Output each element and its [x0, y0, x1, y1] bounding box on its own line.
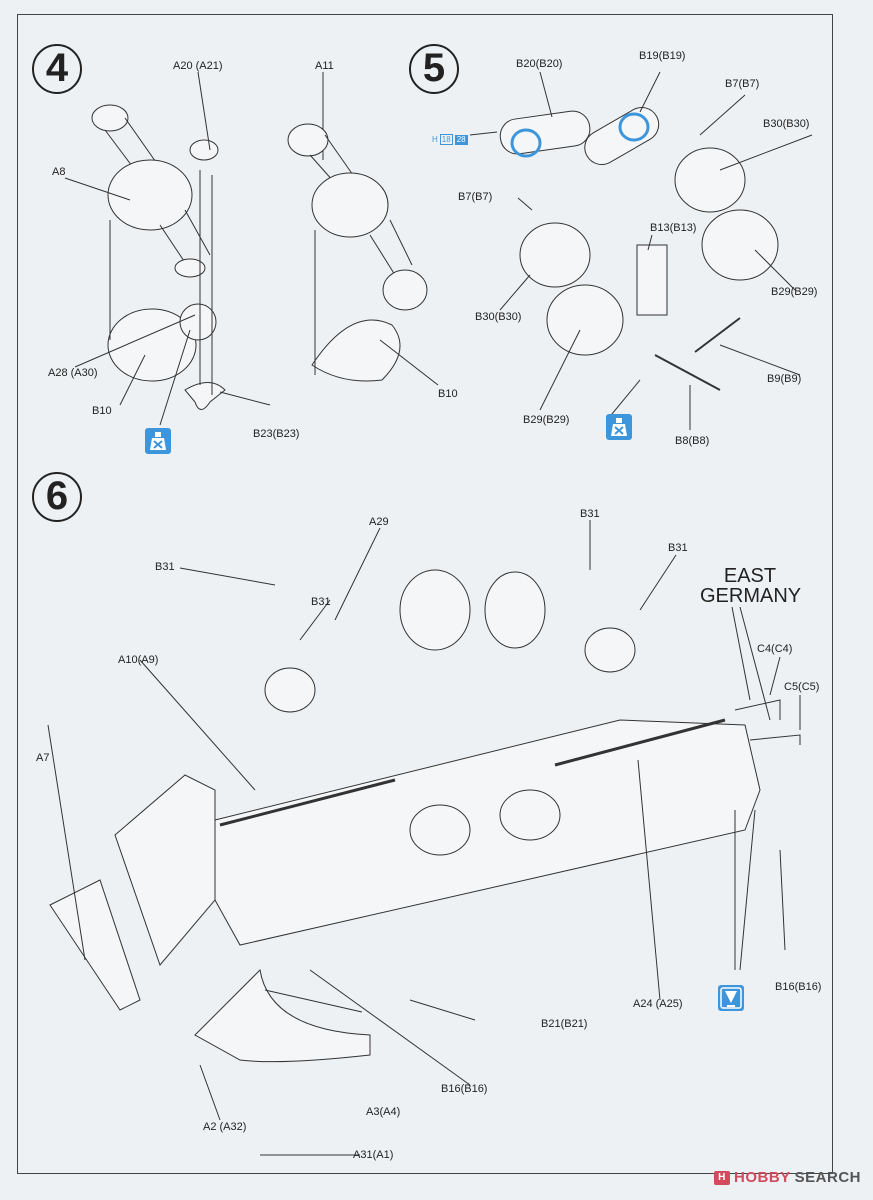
part-label-a29: A29 — [369, 516, 389, 528]
step-number-5: 5 — [409, 44, 459, 94]
part-label-b13: B13(B13) — [650, 222, 697, 234]
part-label-b29-right: B29(B29) — [771, 286, 818, 298]
watermark-logo: H — [713, 1170, 730, 1185]
part-label-b7-right: B7(B7) — [725, 78, 760, 90]
part-label-c4: C4(C4) — [757, 643, 793, 655]
variant-note-east-germany: EAST GERMANY — [700, 565, 802, 607]
part-label-a31: A31(A1) — [353, 1149, 394, 1161]
part-label-b10-left: B10 — [92, 405, 112, 417]
part-label-b31-c: B31 — [580, 508, 600, 520]
part-label-b20: B20(B20) — [516, 58, 563, 70]
part-label-b30-left: B30(B30) — [475, 311, 522, 323]
part-label-b16-left: B16(B16) — [441, 1083, 488, 1095]
part-label-a8: A8 — [52, 166, 66, 178]
paint-code-2: 28 — [454, 134, 468, 145]
part-label-b10-right: B10 — [438, 388, 458, 400]
part-label-b30-right: B30(B30) — [763, 118, 810, 130]
part-label-a2: A2 (A32) — [203, 1121, 247, 1133]
wheels-tracks-part — [499, 107, 779, 391]
part-label-a3: A3(A4) — [366, 1106, 401, 1118]
watermark-brand-b: SEARCH — [794, 1169, 861, 1186]
part-label-b31-b: B31 — [311, 596, 331, 608]
part-label-b8: B8(B8) — [675, 435, 710, 447]
part-label-a7: A7 — [36, 752, 50, 764]
part-label-a24: A24 (A25) — [633, 998, 683, 1010]
part-label-b21: B21(B21) — [541, 1018, 588, 1030]
paint-reference: H 18 28 — [432, 134, 468, 145]
watermark-brand-a: HOBBY — [733, 1169, 791, 1186]
axle-a11-part — [287, 123, 439, 386]
part-label-b19: B19(B19) — [639, 50, 686, 62]
part-label-a10: A10(A9) — [118, 654, 159, 666]
part-label-a11: A11 — [315, 60, 334, 72]
part-label-b7-left: B7(B7) — [458, 191, 493, 203]
part-label-b31-a: B31 — [155, 561, 175, 573]
part-label-c5: C5(C5) — [784, 681, 820, 693]
part-label-b9: B9(B9) — [767, 373, 802, 385]
part-label-a20: A20 (A21) — [173, 60, 223, 72]
part-label-a28: A28 (A30) — [48, 367, 98, 379]
paint-prefix: H — [432, 135, 438, 144]
paint-code-1: 18 — [439, 134, 453, 145]
part-label-b31-d: B31 — [668, 542, 688, 554]
watermark: H HOBBY SEARCH — [713, 1169, 861, 1186]
instruction-frame — [17, 14, 833, 1174]
step-number-4: 4 — [32, 44, 82, 94]
step-number-6: 6 — [32, 472, 82, 522]
axle-a8-part — [91, 104, 226, 410]
part-label-b23: B23(B23) — [253, 428, 300, 440]
part-label-b29-left: B29(B29) — [523, 414, 570, 426]
part-label-b16-right: B16(B16) — [775, 981, 822, 993]
chassis-part — [49, 569, 801, 1063]
cement-bottle-icon — [145, 428, 171, 454]
drill-hole-icon — [718, 985, 744, 1011]
cement-bottle-icon — [606, 414, 632, 440]
